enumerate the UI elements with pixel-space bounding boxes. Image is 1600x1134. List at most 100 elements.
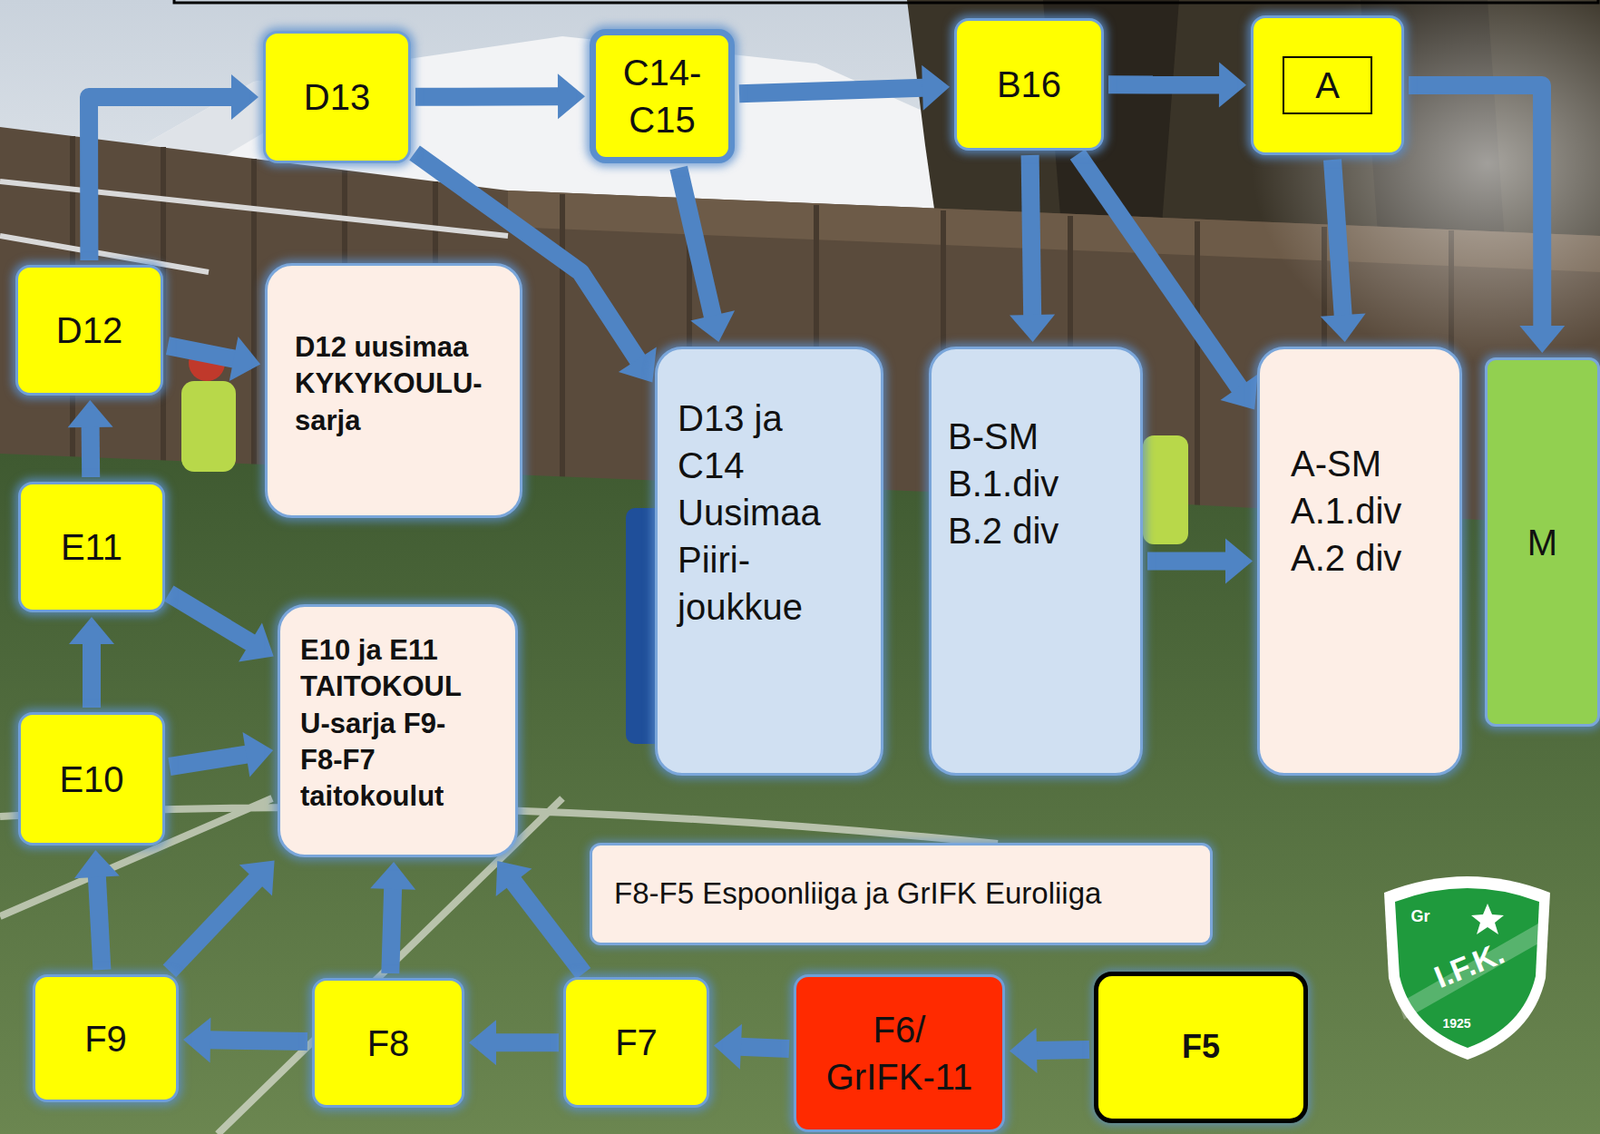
level-box: C14- C15 xyxy=(589,29,735,164)
arrow-shaft xyxy=(169,753,249,767)
node-label: B16 xyxy=(996,60,1062,108)
level-box: E11 xyxy=(18,481,166,613)
logo-letters: Gr xyxy=(1410,907,1430,927)
series-box: B-SM B.1.div B.2 div xyxy=(928,346,1143,776)
arrow-head xyxy=(370,861,416,890)
flow-arrow xyxy=(1408,85,1565,353)
arrow-head xyxy=(183,1016,211,1063)
node-label: A-SM A.1.div A.2 div xyxy=(1290,439,1445,582)
node-label: E10 xyxy=(58,755,124,803)
node-label: D12 xyxy=(56,306,123,354)
flow-arrow xyxy=(678,167,735,342)
flow-arrow xyxy=(168,593,274,662)
series-box: D12 uusimaa KYKYKOULU- sarja xyxy=(264,263,523,518)
arrow-shaft xyxy=(97,875,103,970)
level-box: F9 xyxy=(32,974,179,1103)
flow-arrow xyxy=(713,1024,790,1070)
arrow-head xyxy=(557,73,586,119)
arrow-head xyxy=(1519,325,1565,353)
node-label: D13 xyxy=(303,73,371,121)
arrow-head xyxy=(1320,312,1366,342)
arrow-shaft xyxy=(169,878,257,972)
flow-arrow xyxy=(68,616,115,708)
flow-arrow xyxy=(183,1016,308,1063)
league-banner: F8-F5 Espoonliiga ja GrIFK Euroliiga xyxy=(589,842,1213,946)
level-box: D12 xyxy=(15,264,164,396)
arrow-shaft xyxy=(1108,75,1221,94)
arrow-shaft xyxy=(512,880,584,974)
arrow-shaft xyxy=(739,1046,790,1049)
arrow-head xyxy=(1220,374,1259,410)
flow-arrow xyxy=(415,73,586,119)
flow-arrow xyxy=(1320,159,1366,342)
arrow-head xyxy=(713,1024,742,1070)
arrow-shaft xyxy=(1408,85,1542,328)
arrow-head xyxy=(231,74,259,120)
flow-arrow xyxy=(169,731,274,777)
sun-glare xyxy=(1251,0,1600,363)
arrow-head xyxy=(238,623,274,663)
flow-arrow xyxy=(167,336,261,381)
arrow-shaft xyxy=(494,1033,559,1052)
level-box: F8 xyxy=(312,977,465,1108)
logo-initials: I.F.K. xyxy=(1429,935,1510,996)
node-label: F8-F5 Espoonliiga ja GrIFK Euroliiga xyxy=(614,874,1102,914)
level-box: A xyxy=(1250,15,1405,156)
flow-arrow xyxy=(468,1019,559,1065)
arrow-shaft xyxy=(1034,1049,1090,1051)
flow-arrow xyxy=(1009,155,1055,342)
arrow-shaft xyxy=(390,887,393,974)
node-label: A xyxy=(1282,56,1373,115)
arrow-head xyxy=(468,1019,497,1065)
arrow-shaft xyxy=(678,167,713,318)
arrow-head xyxy=(618,347,657,383)
arrow-head xyxy=(1009,314,1055,342)
arrow-head xyxy=(1225,538,1253,585)
arrow-head xyxy=(1009,1027,1038,1074)
node-label: M xyxy=(1527,518,1558,566)
arrow-head xyxy=(1219,62,1247,108)
node-label: D12 uusimaa KYKYKOULU- sarja xyxy=(294,329,506,440)
level-box: E10 xyxy=(18,712,166,846)
arrow-head xyxy=(74,849,120,879)
arrow-head xyxy=(690,310,735,342)
level-box: F7 xyxy=(563,976,710,1108)
flow-arrow xyxy=(74,849,120,970)
arrow-head xyxy=(68,400,114,428)
arrow-head xyxy=(243,731,274,777)
arrow-shaft xyxy=(208,1039,308,1042)
series-box: A-SM A.1.div A.2 div xyxy=(1257,346,1463,776)
flow-arrow xyxy=(169,860,275,972)
flow-arrow xyxy=(1009,1027,1090,1074)
node-label: F9 xyxy=(84,1014,127,1063)
men-team-box: M xyxy=(1484,357,1600,727)
level-box: B16 xyxy=(954,18,1104,151)
arrow-head xyxy=(68,616,115,644)
level-box: D13 xyxy=(263,30,411,164)
series-box: D13 ja C14 Uusimaa Piiri- joukkue xyxy=(654,346,884,776)
node-label: F5 xyxy=(1181,1025,1220,1069)
level-box: F5 xyxy=(1093,971,1308,1123)
arrow-shaft xyxy=(82,642,101,708)
arrow-shaft xyxy=(88,97,234,261)
flow-arrow xyxy=(1108,62,1247,108)
arrow-shaft xyxy=(81,425,101,478)
frame-edge xyxy=(174,0,1599,3)
series-box: E10 ja E11 TAITOKOUL U-sarja F9-F8-F7 ta… xyxy=(277,604,518,858)
node-label: F8 xyxy=(367,1019,410,1067)
arrow-shaft xyxy=(167,345,236,360)
node-label: E10 ja E11 TAITOKOUL U-sarja F9-F8-F7 ta… xyxy=(300,632,487,815)
node-label: D13 ja C14 Uusimaa Piiri- joukkue xyxy=(677,394,840,631)
flow-arrow xyxy=(1147,538,1253,585)
arrow-head xyxy=(229,336,261,381)
arrow-head xyxy=(921,65,950,111)
arrow-head xyxy=(496,860,533,897)
node-label: B-SM B.1.div B.2 div xyxy=(947,412,1103,555)
flow-arrow xyxy=(496,860,585,974)
founding-year: 1925 xyxy=(1442,1015,1471,1031)
arrow-shaft xyxy=(415,87,560,107)
arrow-shaft xyxy=(1332,159,1344,317)
flow-arrow xyxy=(370,861,416,974)
arrow-head xyxy=(239,860,275,897)
